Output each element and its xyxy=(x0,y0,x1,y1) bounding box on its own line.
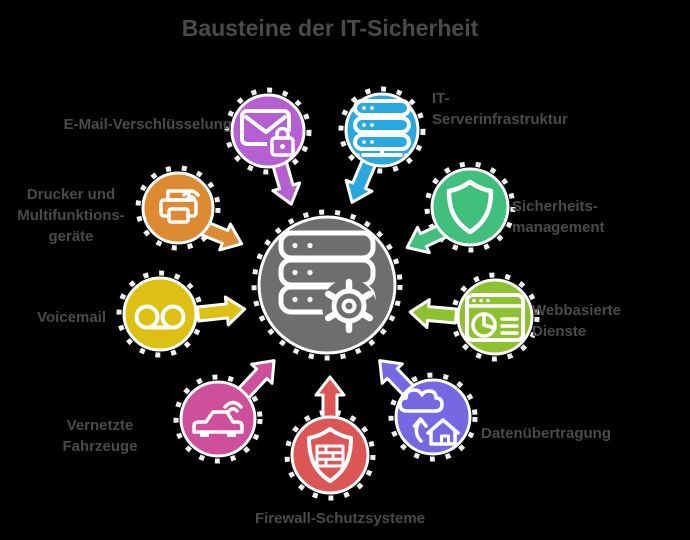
email-label: E-Mail-Verschlüsselung xyxy=(63,116,232,133)
shield-node xyxy=(430,167,510,247)
voicemail-node xyxy=(122,276,198,352)
page-title: Bausteine der IT-Sicherheit xyxy=(181,15,479,41)
smart-home-cloud-icon xyxy=(398,388,460,446)
server-dots xyxy=(292,242,313,303)
voicemail-icon xyxy=(134,304,186,330)
gear-icon xyxy=(322,278,376,334)
car-circle xyxy=(179,380,257,458)
wireless-printer-icon xyxy=(159,189,200,224)
voicemail-circle xyxy=(122,276,198,352)
printer-node xyxy=(141,171,215,245)
server-rack-icon xyxy=(353,99,411,157)
car-label: Vernetzte Fahrzeuge xyxy=(62,417,138,455)
firewall-arrow xyxy=(314,375,346,420)
envelope-lock-icon xyxy=(240,109,297,159)
browser-node xyxy=(456,278,534,356)
web-dashboard-icon xyxy=(465,293,525,342)
browser-label: Webbasierte Dienste xyxy=(532,302,621,340)
database-gear-icon xyxy=(278,230,376,334)
car-halo xyxy=(173,374,263,464)
center-node xyxy=(257,215,397,355)
email-halo xyxy=(224,87,312,175)
firewall-label: Firewall-Schutzsysteme xyxy=(254,510,426,527)
cloudhome-node xyxy=(394,378,472,456)
printer-halo xyxy=(135,165,221,251)
server-halo xyxy=(338,86,426,174)
shield-icon xyxy=(446,179,494,235)
voicemail-label: Voicemail xyxy=(37,309,106,326)
firewall-halo xyxy=(284,409,376,501)
browser-circle xyxy=(456,278,534,356)
cloudhome-circle xyxy=(394,378,472,456)
cloudhome-label: Datenübertragung xyxy=(481,425,612,442)
firewall-shield-icon xyxy=(307,427,353,483)
server-arrow xyxy=(344,155,378,204)
connected-car-icon xyxy=(192,400,244,437)
server-label: IT- Serverinfrastruktur xyxy=(432,90,568,128)
car-arrow xyxy=(235,359,276,402)
email-node xyxy=(230,93,306,169)
car-node xyxy=(179,380,257,458)
voicemail-arrow xyxy=(195,295,247,327)
server-node xyxy=(344,92,420,168)
center-halo xyxy=(251,209,403,361)
firewall-node xyxy=(290,415,370,495)
halo-rings xyxy=(116,86,540,501)
shield-halo xyxy=(424,161,516,253)
printer-label: Drucker und Multifunktions- geräte xyxy=(17,186,125,245)
cloudhome-halo xyxy=(388,372,478,462)
shield-circle xyxy=(430,167,510,247)
browser-arrow xyxy=(408,298,459,330)
shield-label: Sicherheits- management xyxy=(512,198,605,236)
